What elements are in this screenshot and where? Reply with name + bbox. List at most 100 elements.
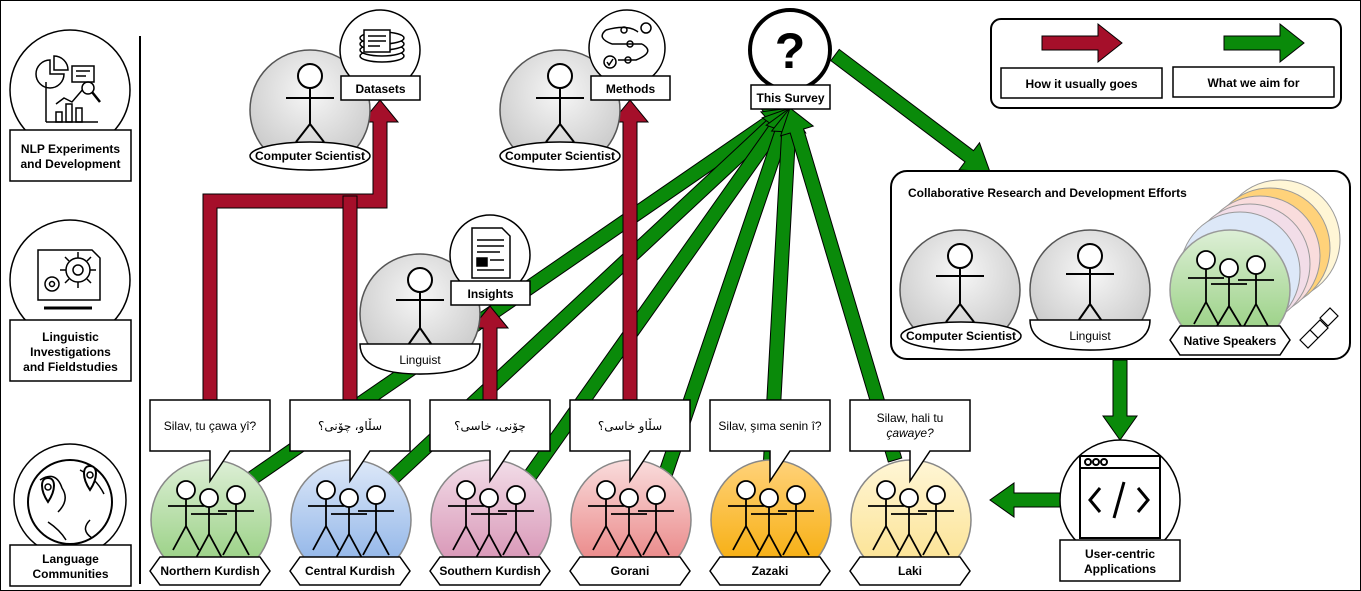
workflow-icon <box>601 22 652 69</box>
nlp-label-box <box>9 129 132 182</box>
collab-group: Collaborative Research and Development E… <box>890 170 1351 360</box>
green-arrow-icon <box>1223 22 1305 64</box>
collab-ling-tag <box>1029 319 1151 351</box>
three-people-icon <box>728 480 814 559</box>
three-people-icon <box>168 480 254 559</box>
community-name: Laki <box>898 564 922 578</box>
native-speakers-label: Native Speakers <box>1184 334 1277 348</box>
three-people-icon <box>588 480 674 559</box>
insights-label: Insights <box>467 287 513 301</box>
community-name: Gorani <box>611 564 650 578</box>
survey-label: This Survey <box>756 91 824 105</box>
collab-ling-label: Linguist <box>1069 329 1111 343</box>
document-icon <box>471 227 511 279</box>
stick-figure-icon <box>396 267 444 349</box>
gears-document-icon <box>37 249 101 310</box>
methods-circle <box>588 9 666 87</box>
insights-box <box>450 280 531 306</box>
code-window-icon <box>1079 455 1161 539</box>
native-speakers-tag <box>1169 325 1291 356</box>
three-people-icon <box>1188 250 1274 327</box>
greeting-text: Silav, tu çawa yî? <box>164 419 257 433</box>
three-people-icon <box>448 480 534 559</box>
stick-figure-icon <box>936 243 984 323</box>
stick-figure-icon <box>286 63 334 143</box>
cs1-group: Computer Scientist Datasets <box>249 9 421 171</box>
speech-bubble <box>149 399 271 484</box>
community-name-tag <box>569 556 691 586</box>
linguist-role-tag <box>359 343 481 375</box>
cs2-role-tag <box>499 141 621 171</box>
stick-figure-icon <box>536 63 584 143</box>
community-3: سڵاو خاسی؟ Gorani <box>569 399 692 586</box>
community-name: Central Kurdish <box>305 564 395 578</box>
legend-usual-box <box>1000 67 1163 99</box>
speech-bubble <box>289 399 411 484</box>
greeting-text: سڵاو، چۆنی؟ <box>318 418 382 434</box>
survey-group: ? This Survey <box>748 8 832 110</box>
apps-label-box <box>1059 539 1181 582</box>
community-name-tag <box>289 556 411 586</box>
legend-usual-label: How it usually goes <box>1025 77 1137 91</box>
methods-label: Methods <box>606 82 656 96</box>
red-arrows <box>202 99 650 401</box>
three-people-icon <box>308 480 394 559</box>
three-people-icon <box>868 480 954 559</box>
question-mark-icon: ? <box>775 23 806 79</box>
community-name-tag <box>849 556 971 586</box>
legend-aim-box <box>1172 66 1335 98</box>
community-0: Silav, tu çawa yî? Northern Kurdish <box>149 399 272 586</box>
legend: How it usually goes What we aim for <box>990 18 1342 109</box>
stick-figure-icon <box>1066 243 1114 325</box>
speech-bubble <box>709 399 831 484</box>
linguist-role-label: Linguist <box>399 353 441 367</box>
community-1: سڵاو، چۆنی؟ Central Kurdish <box>289 399 412 586</box>
survey-box <box>750 84 831 110</box>
collab-title: Collaborative Research and Development E… <box>908 186 1187 200</box>
community-name: Northern Kurdish <box>160 564 259 578</box>
community-name-tag <box>709 556 831 586</box>
cs1-role-tag <box>249 141 371 171</box>
ling-label-box <box>9 319 132 382</box>
green-arrow-survey-collab <box>830 48 991 173</box>
datasets-box <box>340 75 421 101</box>
globe-pins-icon <box>27 459 113 545</box>
datasets-label: Datasets <box>355 82 405 96</box>
collab-cs-tag <box>900 321 1022 351</box>
community-2: چۆنی، خاسی؟ Southern Kurdish <box>429 399 552 586</box>
cs1-role-label: Computer Scientist <box>255 149 365 163</box>
greeting-text: سڵاو خاسی؟ <box>598 418 662 434</box>
green-arrow-collab-apps <box>1102 359 1138 441</box>
linguist-group: Linguist Insights <box>359 214 531 375</box>
communities: Silav, tu çawa yî? Northern Kurdish سڵاو، … <box>149 399 972 586</box>
community-name-tag <box>149 556 271 586</box>
collab-cs-label: Computer Scientist <box>906 329 1016 343</box>
speech-bubble <box>849 399 971 484</box>
speech-bubble <box>429 399 551 484</box>
database-icon <box>359 29 405 63</box>
speech-bubble <box>569 399 691 484</box>
red-arrow-icon <box>1041 22 1123 64</box>
legend-aim-label: What we aim for <box>1207 76 1299 90</box>
community-4: Silav, şıma senin î? Zazaki <box>709 399 832 586</box>
chart-analysis-icon <box>35 55 101 123</box>
community-name: Southern Kurdish <box>439 564 540 578</box>
cs2-group: Computer Scientist Methods <box>499 9 671 171</box>
community-name: Zazaki <box>752 564 789 578</box>
greeting-text: Silav, şıma senin î? <box>718 419 821 433</box>
community-name-tag <box>429 556 551 586</box>
methods-box <box>590 75 671 101</box>
cs2-role-label: Computer Scientist <box>505 149 615 163</box>
green-arrow-apps-communities <box>989 482 1061 518</box>
lang-label-box <box>9 544 132 587</box>
greeting-text: چۆنی، خاسی؟ <box>454 419 526 434</box>
